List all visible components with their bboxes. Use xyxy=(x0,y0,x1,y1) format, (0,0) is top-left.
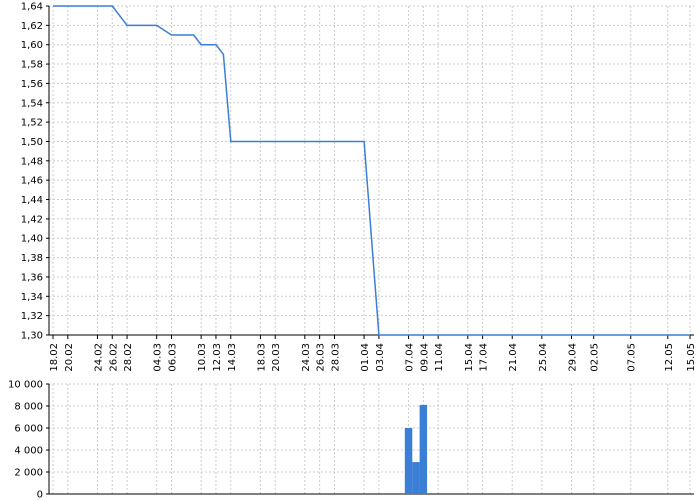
x-tick-label: 24.03 xyxy=(301,343,312,372)
price-point xyxy=(215,44,217,46)
x-tick-label: 17.04 xyxy=(479,343,490,372)
volume-y-tick-label: 4 000 xyxy=(14,446,43,457)
price-y-tick-label: 1,62 xyxy=(21,21,43,32)
x-tick-label: 11.04 xyxy=(434,343,445,372)
price-y-tick-label: 1,38 xyxy=(21,253,43,264)
x-tick-label: 06.03 xyxy=(168,343,179,372)
x-tick-label: 02.05 xyxy=(590,343,601,372)
x-tick-label: 28.03 xyxy=(330,343,341,372)
x-tick-label: 28.02 xyxy=(123,343,134,372)
price-point xyxy=(52,5,54,7)
price-chart-grid xyxy=(49,5,694,336)
x-tick-label: 07.04 xyxy=(405,343,416,372)
price-point xyxy=(363,141,365,143)
x-tick-label: 24.02 xyxy=(93,343,104,372)
price-y-tick-label: 1,36 xyxy=(21,272,43,283)
x-tick-label: 18.03 xyxy=(256,343,267,372)
x-tick-label: 12.05 xyxy=(664,343,675,372)
volume-bar xyxy=(404,428,413,494)
volume-y-tick-label: 8 000 xyxy=(14,402,43,413)
x-tick-label: 14.03 xyxy=(227,343,238,372)
x-tick-label: 01.04 xyxy=(360,343,371,372)
volume-chart xyxy=(404,404,428,494)
x-tick-label: 07.05 xyxy=(627,343,638,372)
price-y-tick-label: 1,32 xyxy=(21,311,43,322)
x-tick-label: 20.03 xyxy=(271,343,282,372)
x-tick-label: 25.04 xyxy=(538,343,549,372)
price-y-tick-label: 1,48 xyxy=(21,156,43,167)
price-y-tick-label: 1,30 xyxy=(21,331,43,342)
price-y-tick-label: 1,42 xyxy=(21,214,43,225)
date-x-axis: 18.02 20.02 24.02 26.02 28.02 04.03 06.03 10.03… xyxy=(49,334,697,372)
volume-bar xyxy=(419,404,428,494)
price-line-series-0 xyxy=(53,5,690,336)
x-tick-label: 26.03 xyxy=(316,343,327,372)
x-tick-label: 03.04 xyxy=(375,343,386,372)
price-y-tick-label: 1,64 xyxy=(21,2,43,13)
price-point xyxy=(378,334,380,336)
price-point xyxy=(230,141,232,143)
price-point xyxy=(223,54,225,56)
price-y-tick-label: 1,52 xyxy=(21,118,43,129)
x-tick-label: 20.02 xyxy=(64,343,75,372)
x-tick-label: 15.05 xyxy=(686,343,697,372)
x-tick-label: 15.04 xyxy=(464,343,475,372)
price-y-tick-label: 1,46 xyxy=(21,176,43,187)
x-tick-label: 29.04 xyxy=(567,343,578,372)
price-point xyxy=(171,34,173,36)
price-y-tick-label: 1,44 xyxy=(21,195,43,206)
price-y-tick-label: 1,54 xyxy=(21,98,43,109)
price-y-tick-label: 1,58 xyxy=(21,60,43,71)
price-y-tick-label: 1,50 xyxy=(21,137,43,148)
price-y-tick-label: 1,34 xyxy=(21,292,43,303)
x-tick-label: 18.02 xyxy=(49,343,60,372)
x-tick-label: 26.02 xyxy=(108,343,119,372)
price-y-tick-label: 1,60 xyxy=(21,40,43,51)
price-point xyxy=(689,334,691,336)
x-tick-label: 12.03 xyxy=(212,343,223,372)
price-y-axis: 1,30 1,32 1,34 1,36 1,38 1,40 1,42 1,44 1,46 1,48… xyxy=(21,2,50,342)
volume-chart-grid xyxy=(49,383,694,495)
price-point xyxy=(126,25,128,27)
price-chart xyxy=(52,5,691,336)
volume-y-tick-label: 10 000 xyxy=(8,380,43,391)
price-point xyxy=(156,25,158,27)
x-tick-label: 04.03 xyxy=(153,343,164,372)
x-tick-label: 21.04 xyxy=(508,343,519,372)
volume-y-tick-label: 6 000 xyxy=(14,424,43,435)
volume-bar xyxy=(412,462,420,494)
price-y-tick-label: 1,40 xyxy=(21,234,43,245)
price-y-tick-label: 1,56 xyxy=(21,79,43,90)
volume-y-tick-label: 2 000 xyxy=(14,468,43,479)
x-tick-label: 09.04 xyxy=(419,343,430,372)
x-tick-label: 10.03 xyxy=(197,343,208,372)
volume-y-tick-label: 0 xyxy=(37,490,43,500)
volume-y-axis: 0 2 000 4 000 6 000 8 000 10 000 xyxy=(8,380,694,500)
price-point xyxy=(200,44,202,46)
price-point xyxy=(193,34,195,36)
price-point xyxy=(111,5,113,7)
